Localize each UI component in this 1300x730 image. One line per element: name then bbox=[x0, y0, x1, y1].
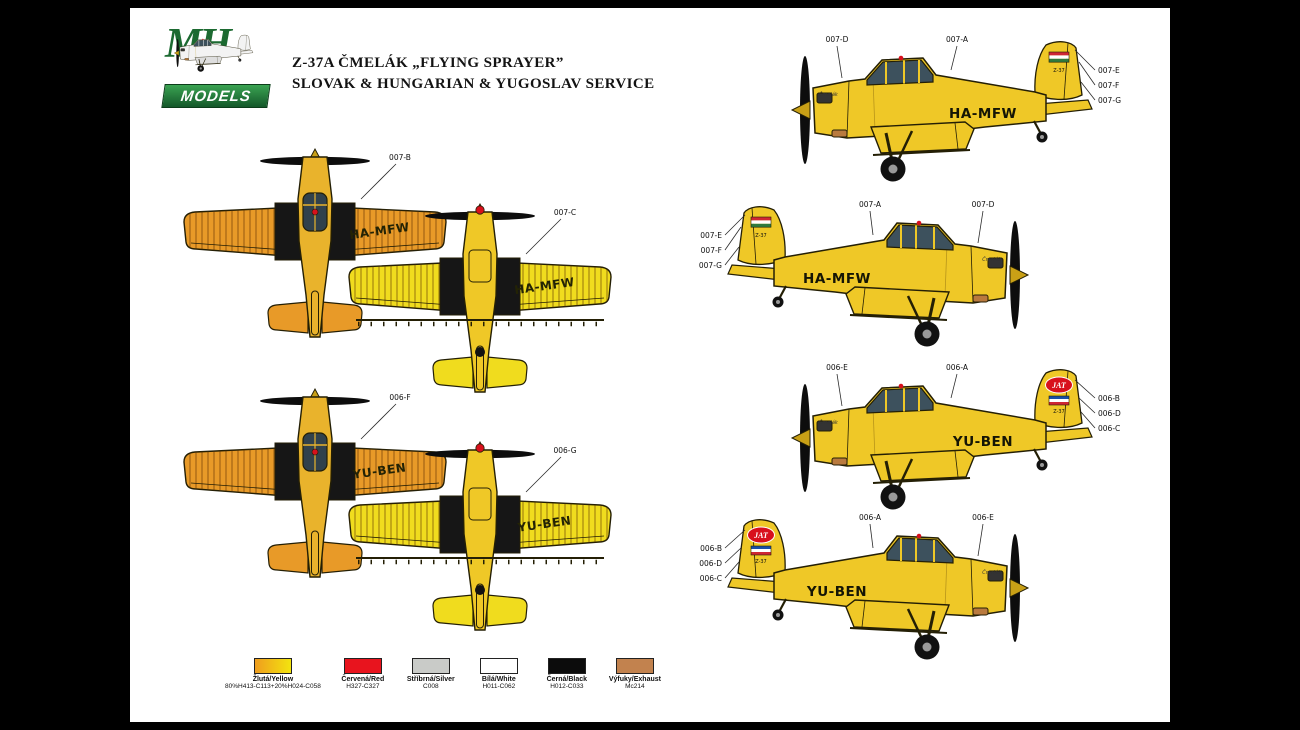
callout-label: 006-B bbox=[700, 544, 722, 553]
color-name: Stříbrná/Silver bbox=[406, 676, 455, 683]
callout-label: 006-F bbox=[389, 393, 410, 402]
callout-label: 007-D bbox=[826, 35, 849, 44]
tail-type-label: Z-37 bbox=[1053, 409, 1065, 415]
logo-models-text: MODELS bbox=[179, 87, 253, 105]
callout-label: 007-C bbox=[554, 208, 576, 217]
color-code: Mc214 bbox=[625, 683, 645, 690]
tail-type-label: Z-37 bbox=[1053, 68, 1065, 74]
color-chip-black: Černá/Black H012-C033 bbox=[541, 658, 593, 690]
tail-flag-hungary bbox=[750, 216, 772, 228]
color-chip-exhaust: Výfuky/Exhaust Mc214 bbox=[609, 658, 661, 690]
instruction-sheet-page: MH MODELS Z-37A ČMELÁK „FLYING SPRAYER” … bbox=[130, 8, 1170, 722]
cmelak-script: Čmelák bbox=[819, 91, 839, 98]
side-profile-yu-ben-left: JAT Z-37 Čmelák YU-BEN 006-E 006-A 006-B… bbox=[790, 363, 1121, 511]
registration-text: YU-BEN bbox=[952, 434, 1013, 450]
jat-logo-text: JAT bbox=[1051, 381, 1067, 390]
color-swatch bbox=[615, 658, 654, 674]
color-name: Žlutá/Yellow bbox=[252, 676, 294, 683]
tail-flag-hungary bbox=[1048, 51, 1070, 63]
jat-tail-logo: JAT bbox=[747, 526, 775, 544]
color-code: C008 bbox=[423, 683, 439, 690]
callout-label: 007-E bbox=[700, 231, 722, 240]
color-code: 80%H413-C113+20%H024-C058 bbox=[225, 683, 321, 690]
callout-label: 007-B bbox=[389, 153, 411, 162]
callout-label: 006-D bbox=[1098, 409, 1121, 418]
color-chip-silver: Stříbrná/Silver C008 bbox=[405, 658, 457, 690]
color-code: H012-C033 bbox=[550, 683, 584, 690]
side-profile-yu-ben-right: JAT Z-37 Čmelák YU-BEN 006-B 006-D 006-C… bbox=[699, 513, 1030, 661]
color-name: Bílá/White bbox=[481, 676, 516, 683]
sheet-title: Z-37A ČMELÁK „FLYING SPRAYER” SLOVAK & H… bbox=[292, 55, 655, 93]
logo-band: MODELS bbox=[161, 84, 271, 108]
callout-label: 006-C bbox=[700, 574, 722, 583]
callout-label: 006-D bbox=[699, 559, 722, 568]
cmelak-script: Čmelák bbox=[982, 256, 1002, 263]
logo-aircraft-icon bbox=[173, 34, 254, 73]
cmelak-script: Čmelák bbox=[982, 569, 1002, 576]
color-code: H327-C327 bbox=[346, 683, 380, 690]
aircraft-side-view-mirrored bbox=[726, 518, 1030, 661]
callout-label: 006-A bbox=[946, 363, 969, 372]
plan-view-bottom-yu-ben: YU-BEN 006-G bbox=[340, 438, 620, 648]
sheet-title-line2: SLOVAK & HUNGARIAN & YUGOSLAV SERVICE bbox=[292, 76, 655, 92]
side-profile-ha-mfw-left: Z-37 Čmelák HA-MFW 007-D 007-A 007-E 007… bbox=[790, 35, 1121, 183]
plan-view-bottom-ha-mfw: HA-MFW 007-C bbox=[340, 200, 620, 410]
color-swatch bbox=[411, 658, 450, 674]
sheet-title-line1: Z-37A ČMELÁK „FLYING SPRAYER” bbox=[292, 55, 564, 71]
callout-label: 007-F bbox=[1098, 81, 1119, 90]
side-profile-ha-mfw-right: Z-37 Čmelák HA-MFW 007-E 007-F 007-G 007… bbox=[699, 200, 1030, 348]
aircraft-side-view-mirrored bbox=[726, 205, 1030, 348]
color-swatch bbox=[479, 658, 518, 674]
color-chart: Žlutá/Yellow 80%H413-C113+20%H024-C058 Č… bbox=[225, 658, 661, 690]
color-swatch bbox=[547, 658, 586, 674]
aircraft-side-view bbox=[790, 40, 1094, 183]
aircraft-side-view bbox=[790, 368, 1094, 511]
mh-models-logo: MH MODELS bbox=[161, 21, 271, 108]
callout-label: 006-A bbox=[859, 513, 882, 522]
callout-label: 006-E bbox=[826, 363, 848, 372]
plan-view-top-ha-mfw: HA-MFW 007-B bbox=[175, 145, 455, 355]
registration-text: HA-MFW bbox=[803, 271, 871, 287]
callout-label: 007-E bbox=[1098, 66, 1120, 75]
cmelak-script: Čmelák bbox=[819, 419, 839, 426]
callout-label: 006-B bbox=[1098, 394, 1120, 403]
jat-logo-text: JAT bbox=[753, 531, 769, 540]
plan-view-top-yu-ben: YU-BEN 006-F bbox=[175, 385, 455, 595]
tail-type-label: Z-37 bbox=[755, 233, 767, 239]
color-name: Výfuky/Exhaust bbox=[608, 676, 661, 683]
callout-label: 007-D bbox=[972, 200, 995, 209]
callout-label: 007-G bbox=[699, 261, 722, 270]
tail-flag-yugoslavia bbox=[1048, 395, 1070, 406]
color-swatch bbox=[253, 658, 292, 674]
callout-label: 006-E bbox=[972, 513, 994, 522]
tail-type-label: Z-37 bbox=[755, 559, 767, 565]
color-name: Černá/Black bbox=[546, 676, 588, 683]
color-swatch bbox=[343, 658, 382, 674]
callout-label: 007-A bbox=[946, 35, 969, 44]
jat-tail-logo: JAT bbox=[1045, 376, 1073, 394]
registration-text: HA-MFW bbox=[949, 106, 1017, 122]
color-name: Červená/Red bbox=[341, 676, 385, 683]
color-chip-yellow: Žlutá/Yellow 80%H413-C113+20%H024-C058 bbox=[225, 658, 321, 690]
callout-label: 007-G bbox=[1098, 96, 1121, 105]
color-chip-red: Červená/Red H327-C327 bbox=[337, 658, 389, 690]
callout-label: 007-F bbox=[701, 246, 722, 255]
registration-text: YU-BEN bbox=[806, 584, 867, 600]
callout-label: 006-C bbox=[1098, 424, 1120, 433]
color-chip-white: Bílá/White H011-C062 bbox=[473, 658, 525, 690]
callout-label: 007-A bbox=[859, 200, 882, 209]
callout-label: 006-G bbox=[553, 446, 576, 455]
color-code: H011-C062 bbox=[482, 683, 516, 690]
tail-flag-yugoslavia bbox=[750, 545, 772, 556]
